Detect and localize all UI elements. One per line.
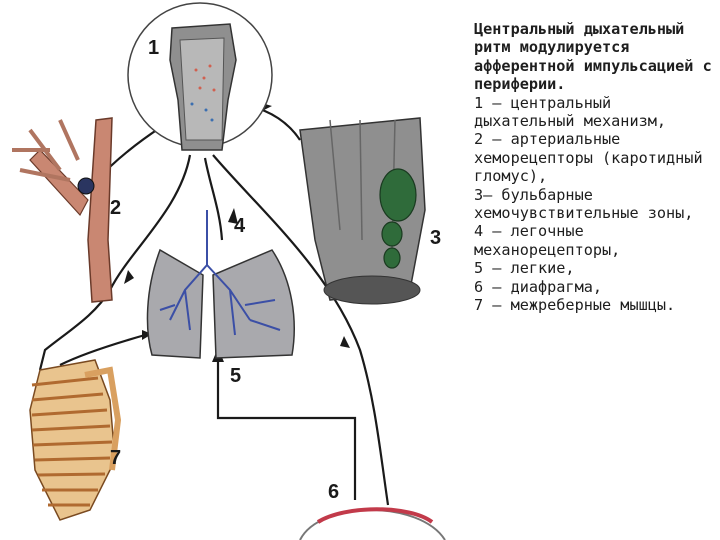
caption-title: Центральный дыхательный ритм модулируетс…	[474, 20, 712, 94]
label-4: 4	[234, 215, 246, 237]
bulbar-chemozones	[299, 117, 426, 305]
label-5: 5	[230, 365, 241, 387]
label-2: 2	[110, 197, 121, 219]
central-mechanism	[127, 2, 273, 151]
label-3: 3	[430, 227, 441, 249]
arrow-lung-icon	[228, 208, 238, 224]
respiratory-control-diagram: 1 2 3 4 5 6 7	[12, 2, 446, 540]
carotid-glomus	[12, 117, 113, 303]
caption-item: 4 — легочные механорецепторы,	[474, 222, 621, 259]
lungs	[146, 210, 295, 359]
nerve-to-diaphragm	[212, 154, 390, 506]
nerve-from-ribs	[59, 333, 146, 366]
label-1: 1	[148, 37, 159, 59]
caption-item: 2 — артериальные хеморецепторы (каротидн…	[474, 130, 703, 186]
caption-item: 7 — межреберные мышцы.	[474, 296, 676, 315]
nerve-diaphragm-return	[216, 358, 357, 500]
nerve-from-lung	[203, 157, 224, 241]
arrow-diaphragm-icon	[340, 336, 350, 348]
diaphragm	[299, 507, 446, 540]
label-6: 6	[328, 481, 339, 503]
caption-item: 1 — центральный дыхательный механизм,	[474, 93, 667, 131]
caption-item: 5 — легкие,	[474, 259, 575, 278]
arrow-ribs-icon	[124, 270, 134, 284]
caption: Центральный дыхательный ритм модулируетс…	[474, 20, 714, 315]
caption-item: 3— бульбарные хемочувствительные зоны,	[474, 185, 694, 223]
caption-item: 6 — диафрагма,	[474, 277, 603, 296]
intercostal-muscles	[29, 359, 122, 521]
arrow-intercostal-icon	[142, 330, 152, 340]
label-7: 7	[110, 447, 121, 469]
